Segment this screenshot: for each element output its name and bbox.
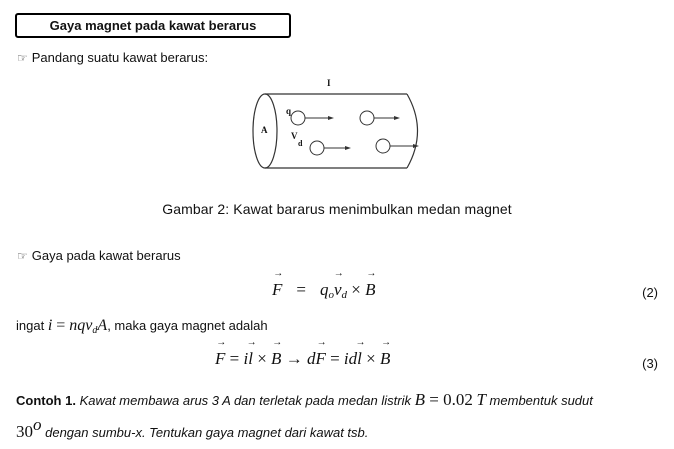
angle-degree: o <box>33 415 42 434</box>
wire-diagram: I A q V d <box>250 78 422 172</box>
velocity-label: V <box>291 131 298 141</box>
force-vector: F <box>215 349 225 369</box>
differential-d-2: d <box>348 349 358 368</box>
force-vector: F <box>272 280 282 300</box>
wire-cylinder-figure <box>252 93 419 169</box>
current-symbol: i <box>47 317 53 334</box>
example-label: Contoh 1. <box>16 393 76 408</box>
pointing-hand-icon: ☞ <box>17 50 28 65</box>
length-vector-diff: l <box>357 349 362 369</box>
section-title-box: Gaya magnet pada kawat berarus <box>15 13 291 38</box>
example-1: Contoh 1. Kawat membawa arus 3 A dan ter… <box>16 388 666 445</box>
field-unit: T <box>476 390 486 409</box>
recall-suffix: , maka gaya magnet adalah <box>107 318 268 333</box>
differential-d: d <box>306 349 316 368</box>
cross-sign-2: × <box>361 349 380 368</box>
current-symbol: i <box>243 349 249 368</box>
current-symbol-2: i <box>343 349 349 368</box>
equals-sign-2: = <box>325 349 344 368</box>
velocity-sub-label: d <box>298 139 303 148</box>
force-line: ☞ Gaya pada kawat berarus <box>17 248 181 263</box>
recall-area: A <box>97 317 108 334</box>
recall-equals: = <box>52 317 70 334</box>
cross-sign: × <box>252 349 272 368</box>
intro-line: ☞ Pandang suatu kawat berarus: <box>17 50 208 65</box>
charge-label: q <box>286 106 292 116</box>
example-equals: = <box>425 390 444 409</box>
pointing-hand-icon: ☞ <box>17 248 28 263</box>
velocity-subscript: d <box>341 289 348 301</box>
field-value: 0.02 <box>443 390 473 409</box>
equation-2: F = qovd × B <box>272 280 376 301</box>
charge-subscript: o <box>328 289 334 301</box>
example-text-2: membentuk sudut <box>485 393 593 408</box>
intro-text: Pandang suatu kawat berarus: <box>31 50 209 65</box>
equals-sign: = <box>225 349 244 368</box>
field-vector: B <box>365 280 375 300</box>
figure-caption: Gambar 2: Kawat bararus menimbulkan meda… <box>162 201 512 217</box>
recall-nqv: nqv <box>69 317 93 334</box>
field-vector-2: B <box>380 349 390 369</box>
equation-number-2: (2) <box>642 285 658 300</box>
equation-3: F = il × B → dF = idl × B <box>215 349 390 369</box>
velocity-vector: v <box>334 280 342 300</box>
area-label: A <box>261 125 268 135</box>
field-symbol: B <box>414 390 425 409</box>
recall-line: ingat i = nqvdA, maka gaya magnet adalah <box>16 317 268 336</box>
charge-symbol: q <box>319 280 329 299</box>
force-text: Gaya pada kawat berarus <box>31 248 181 263</box>
angle-value: 30 <box>16 422 33 441</box>
cross-sign: × <box>351 280 361 299</box>
length-vector: l <box>248 349 253 369</box>
current-label: I <box>327 78 331 88</box>
section-title: Gaya magnet pada kawat berarus <box>49 18 257 33</box>
example-text-1: Kawat membawa arus 3 A dan terletak pada… <box>79 393 415 408</box>
field-vector: B <box>271 349 281 369</box>
implies-arrow: → <box>281 349 307 368</box>
equals-sign: = <box>296 280 306 299</box>
equation-number-3: (3) <box>642 356 658 371</box>
recall-subscript: d <box>92 325 98 336</box>
recall-prefix: ingat <box>16 318 48 333</box>
force-vector-diff: F <box>315 349 325 369</box>
example-text-3: dengan sumbu-x. Tentukan gaya magnet dar… <box>41 425 369 440</box>
